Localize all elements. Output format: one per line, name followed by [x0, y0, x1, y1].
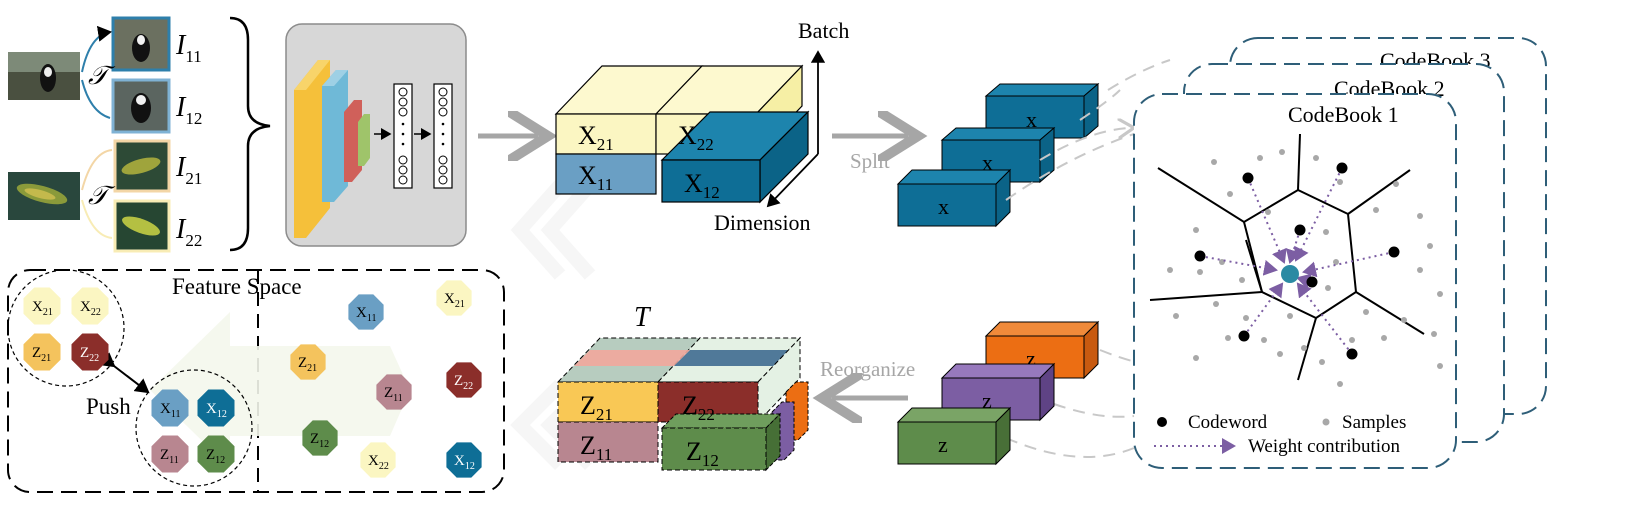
svg-text:X12: X12: [454, 453, 475, 472]
encoder-network: [285, 23, 467, 247]
svg-text:X11: X11: [356, 305, 376, 324]
chunk-x-2: x: [982, 150, 993, 175]
feature-space-title: Feature Space: [172, 274, 302, 299]
dog-view-2: [111, 78, 171, 134]
block-x21: X21: [578, 121, 614, 154]
block-z21: Z21: [580, 391, 613, 424]
block-z22: Z22: [682, 391, 715, 424]
cluster-top-node-x21: X21: [23, 287, 61, 325]
svg-text:X21: X21: [32, 299, 53, 318]
svg-text:Z11: Z11: [384, 385, 403, 404]
cluster-top-node-z21: Z21: [23, 333, 61, 371]
block-x12: X12: [684, 169, 720, 202]
scattered-node-x12: X12: [446, 442, 482, 478]
cluster-bottom-node-x11: X11: [151, 389, 189, 427]
view-label-i22: I22: [175, 214, 202, 250]
chunk-z-3: z: [1026, 346, 1036, 371]
legend-samples: Samples: [1342, 412, 1406, 433]
push-label: Push: [86, 394, 131, 419]
cluster-bottom-node-z12: Z12: [197, 435, 235, 473]
scattered-node-z11: Z11: [376, 374, 412, 410]
curly-brace: [229, 16, 271, 252]
svg-text:Z22: Z22: [454, 373, 473, 392]
svg-text:X12: X12: [206, 401, 227, 420]
fish-view-1: [113, 139, 171, 193]
svg-text:X11: X11: [160, 401, 180, 420]
chunk-x-3: x: [1026, 107, 1037, 132]
scattered-node-z22: Z22: [446, 362, 482, 398]
scattered-node-z21: Z21: [290, 344, 326, 380]
axis-dimension-label: Dimension: [714, 210, 811, 235]
chunk-x-1: x: [938, 194, 949, 219]
fish-image: [8, 172, 80, 220]
svg-text:X22: X22: [80, 299, 101, 318]
cluster-top-node-x22: X22: [71, 287, 109, 325]
transform-arrow-dog-2: [81, 79, 111, 119]
view-label-i11: I11: [175, 30, 202, 66]
codebook-1-title: CodeBook 1: [1288, 102, 1399, 127]
svg-text:X21: X21: [444, 291, 465, 310]
block-x11: X11: [578, 161, 613, 194]
block-z11: Z11: [580, 431, 612, 464]
axis-batch-label: Batch: [798, 18, 849, 43]
fish-view-2: [113, 199, 171, 253]
quantized-chunks: z z z: [896, 320, 1137, 466]
scattered-node-z12: Z12: [302, 420, 338, 456]
dog-image: [8, 52, 80, 100]
codebooks: CodeBook 3 CodeBook 2 CodeBook 1: [1133, 37, 1547, 469]
block-x22: X22: [678, 121, 714, 154]
svg-text:Z12: Z12: [206, 447, 225, 466]
query-point: [1281, 265, 1299, 283]
feature-block-x: X21 X22 X11 X12 Batch Dimension: [554, 18, 849, 235]
svg-text:Z11: Z11: [160, 447, 179, 466]
cluster-top-node-z22: Z22: [71, 333, 109, 371]
svg-text:Z12: Z12: [310, 431, 329, 450]
view-label-i12: I12: [175, 92, 202, 128]
scattered-node-x22: X22: [360, 442, 396, 478]
svg-text:Z21: Z21: [298, 355, 317, 374]
scattered-node-x11: X11: [348, 294, 384, 330]
chunk-z-2: z: [982, 388, 992, 413]
scattered-node-x21: X21: [436, 280, 472, 316]
svg-text:Z22: Z22: [80, 345, 99, 364]
block-t-label: T: [634, 302, 652, 333]
quantized-block-t: T Z21 Z22 Z11 Z12: [556, 302, 809, 472]
input-section: 𝒯 𝒯 I11 I12 I21 I22: [8, 16, 271, 253]
cluster-bottom-node-x12: X12: [197, 389, 235, 427]
split-chunks: x x x: [896, 59, 1171, 228]
transform-symbol-2: 𝒯: [88, 181, 116, 210]
dog-view-1: [111, 16, 171, 72]
view-label-i21: I21: [175, 152, 202, 188]
svg-text:Z21: Z21: [32, 345, 51, 364]
split-label: Split: [850, 149, 890, 173]
transform-arrow-dog-1: [81, 25, 112, 73]
legend-weight-contribution: Weight contribution: [1248, 436, 1401, 457]
reorganize-label: Reorganize: [820, 357, 915, 381]
cluster-bottom-node-z11: Z11: [151, 435, 189, 473]
legend-codeword: Codeword: [1188, 412, 1268, 433]
svg-text:X22: X22: [368, 453, 389, 472]
block-z12: Z12: [686, 437, 719, 470]
chunk-z-1: z: [938, 432, 948, 457]
